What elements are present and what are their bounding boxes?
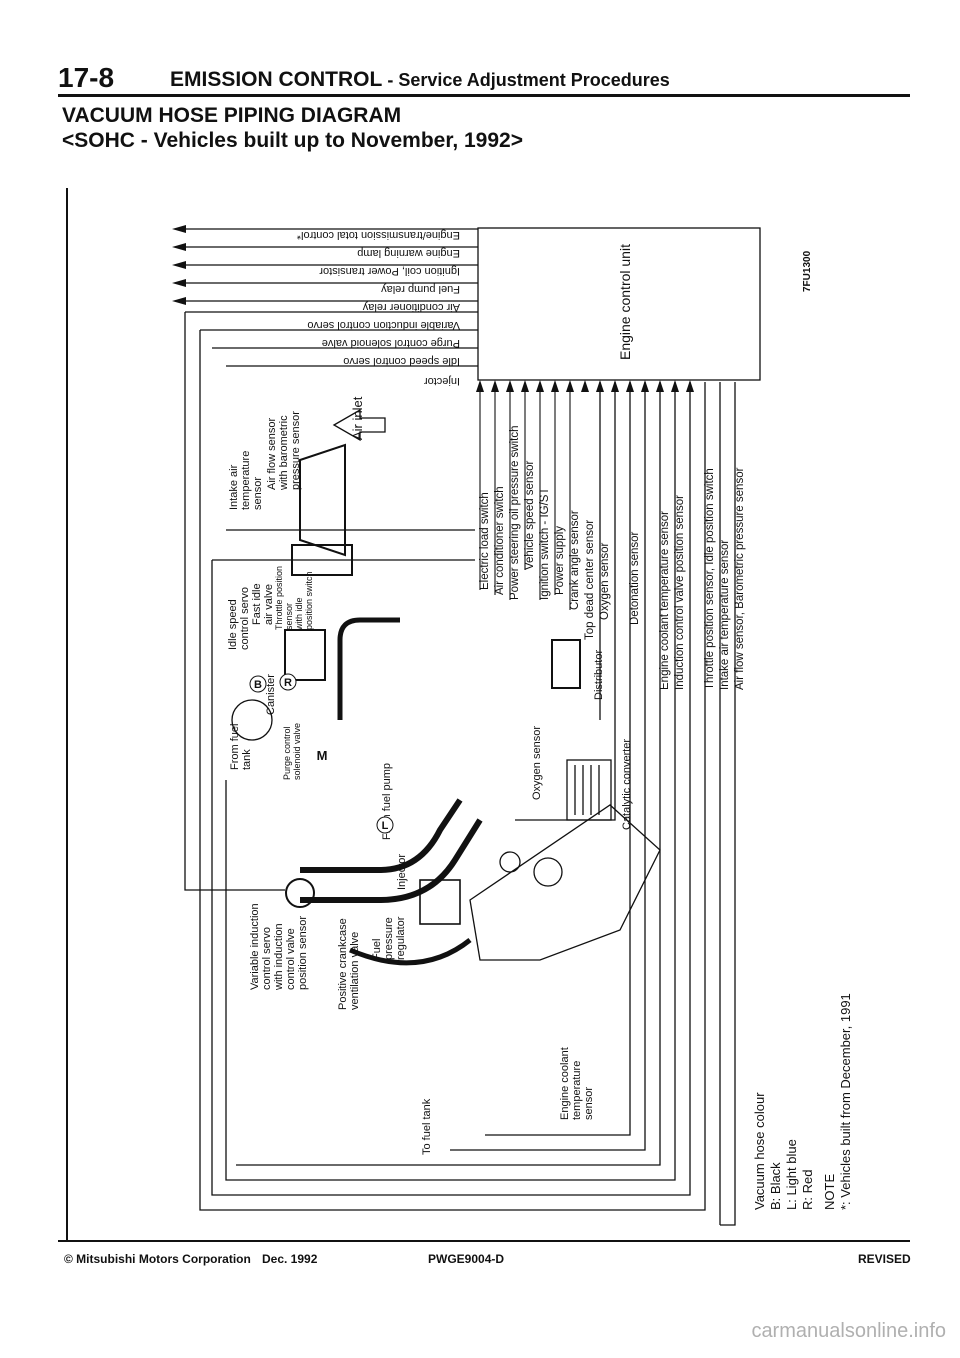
ecu-output-label: Purge control solenoid valve bbox=[322, 337, 460, 349]
coolant-sensor-label: sensor bbox=[583, 1087, 595, 1120]
ecu-output-label: Injector bbox=[424, 375, 460, 387]
vics-shape bbox=[285, 878, 315, 908]
diagram-subtitle: <SOHC - Vehicles built up to November, 1… bbox=[62, 129, 523, 152]
coolant-sensor-label: temperature bbox=[571, 1061, 583, 1120]
canister-shape bbox=[231, 699, 273, 741]
ecu-input-label: Air conditioner switch bbox=[494, 486, 506, 595]
footer-copyright: © Mitsubishi Motors Corporation bbox=[64, 1252, 251, 1266]
tps-label: Throttle position bbox=[274, 566, 284, 630]
footer-code: PWGE9004-D bbox=[428, 1252, 505, 1266]
vics-label: Variable induction bbox=[249, 903, 261, 990]
footer-rule bbox=[58, 1240, 910, 1242]
purge-valve-label: Purge control bbox=[282, 726, 292, 780]
fuel-reg-label: pressure bbox=[383, 917, 395, 960]
ecu-input-label: Oxygen sensor bbox=[599, 542, 611, 620]
legend-item: R: Red bbox=[800, 1170, 815, 1210]
ecu-input-label: Top dead center sensor bbox=[584, 520, 596, 640]
vics-label: control valve bbox=[285, 928, 297, 990]
isc-label: air valve bbox=[263, 584, 275, 625]
isc-label: Idle speed bbox=[227, 599, 239, 650]
distributor-shape bbox=[551, 639, 581, 689]
input-arrows bbox=[476, 380, 694, 392]
vics-label: control servo bbox=[261, 927, 273, 990]
tps-label: with idle bbox=[294, 597, 304, 631]
pcv-label: ventilation valve bbox=[349, 932, 361, 1010]
footer-status: REVISED bbox=[858, 1252, 911, 1266]
pcv-label: Positive crankcase bbox=[337, 918, 349, 1010]
output-arrows bbox=[172, 225, 186, 305]
vics-label: position sensor bbox=[297, 916, 309, 990]
section-name: EMISSION CONTROL bbox=[170, 68, 383, 91]
canister-label: Canister bbox=[265, 674, 277, 715]
engine-block bbox=[469, 804, 661, 961]
ecu-input-label: Intake air temperature sensor bbox=[719, 540, 731, 690]
ecu-input-label: Vehicle speed sensor bbox=[524, 461, 536, 570]
ecu-input-label: Engine coolant temperature sensor bbox=[659, 511, 671, 690]
tps-label: position switch bbox=[304, 571, 314, 630]
ecu-input-label: Power supply bbox=[554, 526, 566, 595]
ecu-input-label: Detonation sensor bbox=[629, 531, 641, 625]
intake-air-temp-label: temperature bbox=[240, 451, 252, 510]
watermark: carmanualsonline.info bbox=[751, 1320, 946, 1342]
ecu-output-label: Engine/transmission total control* bbox=[296, 229, 460, 241]
figure-code: 7FU1300 bbox=[802, 250, 813, 292]
ecu-output-label: Fuel pump relay bbox=[381, 283, 460, 295]
footer-date: Dec. 1992 bbox=[262, 1252, 318, 1266]
air-flow-sensor-label: with barometric bbox=[278, 415, 290, 491]
oxygen-sensor-label: Oxygen sensor bbox=[531, 726, 543, 800]
vics-label: with induction bbox=[273, 923, 285, 991]
ecu-input-label: Electric load switch bbox=[479, 492, 491, 590]
hose-mark-b: B bbox=[254, 679, 262, 691]
legend-item: L: Light blue bbox=[784, 1139, 799, 1210]
air-flow-sensor-label: Air flow sensor bbox=[266, 418, 278, 490]
isc-label: Fast idle bbox=[251, 583, 263, 625]
air-inlet-label: Air inlet bbox=[350, 396, 365, 440]
ecu-box bbox=[477, 227, 761, 381]
fuel-tank-label: From fuel bbox=[229, 724, 241, 770]
header-rule bbox=[58, 94, 910, 97]
hose-mark-r: R bbox=[284, 677, 292, 689]
fuel-reg-label: regulator bbox=[395, 916, 407, 960]
ecu-output-label: Variable induction control servo bbox=[307, 319, 460, 331]
ecu-input-label: Crank angle sensor bbox=[569, 510, 581, 610]
diagram-title: VACUUM HOSE PIPING DIAGRAM bbox=[62, 104, 402, 127]
ecu-input-label: Air flow sensor, Barometric pressure sen… bbox=[734, 467, 746, 690]
page-number: 17-8 bbox=[58, 62, 115, 93]
ecu-input-label: Power steering oil pressure switch bbox=[509, 426, 521, 601]
note-text: *: Vehicles built from December, 1991 bbox=[838, 993, 853, 1210]
fuel-reg-label: Fuel bbox=[371, 939, 383, 960]
distributor-label: Distributor bbox=[593, 650, 605, 700]
page-header: 17-8 EMISSION CONTROL - Service Adjustme… bbox=[58, 62, 910, 102]
catalytic-shape bbox=[566, 759, 612, 821]
ecu-output-label: Air conditioner relay bbox=[362, 301, 460, 313]
ecu-input-label: Ignition switch - IG/ST bbox=[539, 488, 551, 600]
ecu-input-label: Throttle position sensor, Idle position … bbox=[704, 468, 716, 690]
isc-label: control servo bbox=[239, 587, 251, 650]
purge-valve-label: solenoid valve bbox=[292, 723, 302, 780]
intake-air-temp-label: Intake air bbox=[228, 464, 240, 510]
injector-label: Injector bbox=[396, 854, 408, 890]
intake-air-temp-label: sensor bbox=[252, 477, 264, 510]
tps-label: sensor bbox=[284, 603, 294, 630]
catalytic-label: Catalytic converter bbox=[621, 739, 633, 830]
hose-mark-l: L bbox=[382, 820, 389, 832]
legend-item: B: Black bbox=[768, 1162, 783, 1210]
air-flow-sensor-label: pressure sensor bbox=[290, 411, 302, 490]
header-title: EMISSION CONTROL - Service Adjustment Pr… bbox=[170, 68, 670, 92]
legend-title: Vacuum hose colour bbox=[752, 1092, 767, 1210]
diagram-frame bbox=[66, 188, 68, 1240]
coolant-sensor-label: Engine coolant bbox=[559, 1047, 571, 1120]
ecu-output-label: Engine warning lamp bbox=[357, 247, 460, 259]
to-fuel-tank-label: To fuel tank bbox=[421, 1098, 433, 1155]
note-title: NOTE bbox=[822, 1174, 837, 1210]
ecu-output-label: Idle speed control servo bbox=[343, 355, 460, 367]
ecu-input-label: Induction control valve position sensor bbox=[674, 495, 686, 690]
subsection-name: - Service Adjustment Procedures bbox=[382, 70, 670, 90]
ecu-output-label: Ignition coil, Power transistor bbox=[319, 265, 460, 277]
air-inlet-arrow bbox=[332, 408, 386, 442]
hose-mark-m: M bbox=[317, 748, 328, 763]
fuel-tank-label: tank bbox=[241, 749, 253, 770]
ecu-label: Engine control unit bbox=[617, 244, 633, 360]
